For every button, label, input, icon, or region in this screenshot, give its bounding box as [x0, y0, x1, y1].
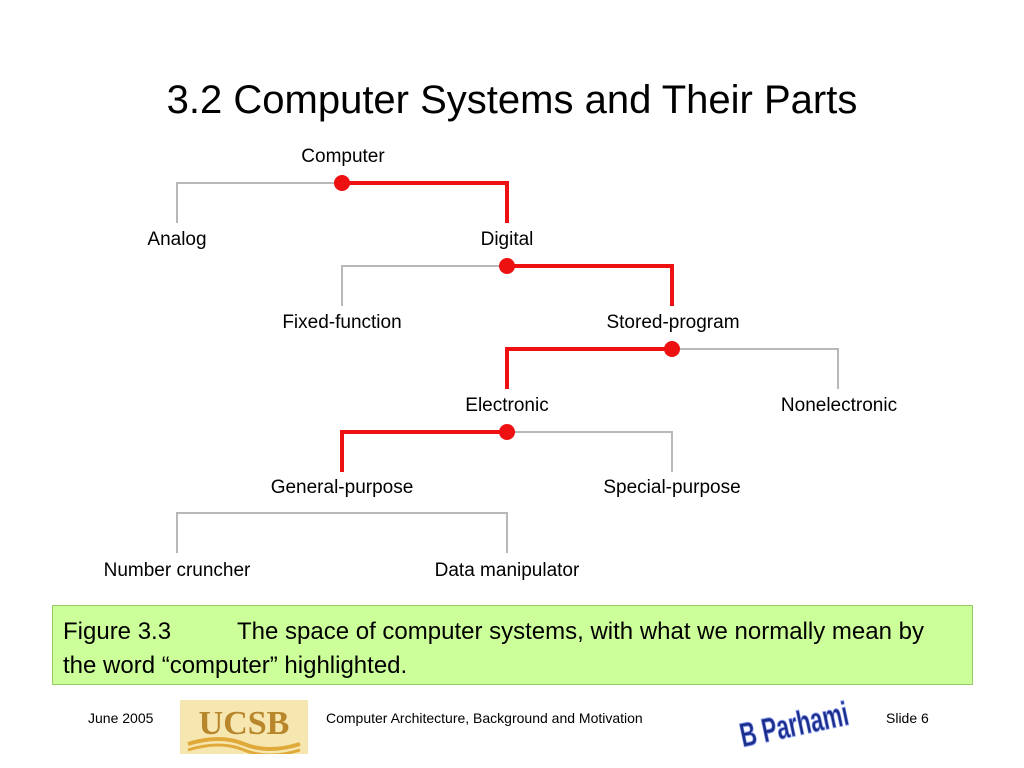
junction-dot: [664, 341, 680, 357]
slide-footer: June 2005 UCSB Computer Architecture, Ba…: [0, 694, 1024, 758]
node-fixed-function: Fixed-function: [282, 312, 401, 333]
branch-stored: [505, 341, 839, 389]
node-special-purpose: Special-purpose: [603, 477, 740, 498]
junction-dot: [334, 175, 350, 191]
ucsb-logo-text: UCSB: [199, 705, 290, 742]
figure-number: Figure 3.3: [63, 618, 172, 645]
branch-digital: [341, 258, 674, 306]
connector-general-highlight: [340, 430, 507, 472]
computer-systems-tree: Computer Analog Digital Fixed-function S…: [104, 146, 897, 581]
footer-date: June 2005: [88, 710, 154, 726]
figure-description: The space of computer systems, with what…: [63, 618, 924, 679]
connector-analog: [176, 182, 342, 223]
branch-electronic: [340, 424, 673, 472]
connector-stored-highlight: [507, 264, 674, 306]
footer-slide-number: Slide 6: [886, 710, 929, 726]
connector-fixed: [341, 265, 507, 306]
node-nonelectronic: Nonelectronic: [781, 395, 897, 416]
node-analog: Analog: [147, 229, 206, 250]
author-logo: B Parhami: [736, 694, 852, 754]
ucsb-logo: UCSB: [180, 700, 308, 754]
slide-title: 3.2 Computer Systems and Their Parts: [166, 78, 858, 122]
node-digital: Digital: [481, 229, 534, 250]
connector-digital-highlight: [342, 181, 509, 223]
connector-special: [507, 431, 673, 472]
connector-nonelectronic: [672, 348, 839, 389]
branch-computer: [176, 175, 509, 223]
node-computer: Computer: [301, 146, 385, 167]
junction-dot: [499, 424, 515, 440]
connector-number: [176, 512, 342, 553]
node-general-purpose: General-purpose: [271, 477, 414, 498]
node-data-manipulator: Data manipulator: [435, 560, 580, 581]
branch-general: [176, 512, 508, 553]
node-stored-program: Stored-program: [606, 312, 739, 333]
author-logo-text: B Parhami: [736, 695, 851, 754]
junction-dot: [499, 258, 515, 274]
node-number-cruncher: Number cruncher: [104, 560, 251, 581]
node-electronic: Electronic: [465, 395, 548, 416]
connector-data: [342, 512, 508, 553]
connector-electronic-highlight: [505, 347, 672, 389]
footer-course-title: Computer Architecture, Background and Mo…: [326, 710, 643, 726]
